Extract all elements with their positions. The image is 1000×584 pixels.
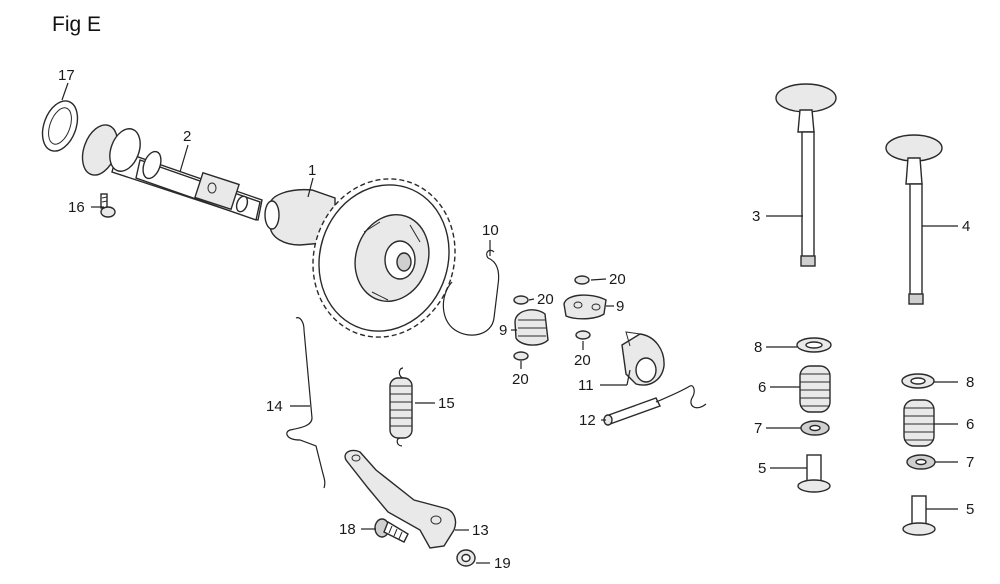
part-8-retainer-left: [796, 337, 832, 353]
part-14-wire-rod: [286, 317, 326, 489]
part-9-weight-right: [563, 294, 607, 320]
callout-labels: 17 2 16 1 10 20 20 9 9 20 20 11 12 14 15…: [58, 67, 974, 572]
callout-20-b: 20: [537, 291, 554, 308]
part-15-spring: [389, 367, 413, 447]
callout-19: 19: [494, 555, 511, 572]
part-13-lever: [344, 449, 457, 549]
part-11-decompressor-arm: [621, 331, 665, 386]
callout-6-b: 6: [966, 416, 974, 433]
callout-13: 13: [472, 522, 489, 539]
callout-3: 3: [752, 208, 760, 225]
callout-10: 10: [482, 222, 499, 239]
part-8-retainer-right: [901, 373, 935, 389]
washer-20-b: [574, 275, 590, 285]
callout-18: 18: [339, 521, 356, 538]
part-5-guide-left: [797, 454, 831, 493]
part-2-camshaft: [81, 124, 263, 221]
part-7-collet-right: [906, 454, 936, 470]
callout-8-b: 8: [966, 374, 974, 391]
part-9-weight-left: [514, 309, 549, 346]
part-4-valve: [885, 134, 943, 305]
callout-20-c: 20: [574, 352, 591, 369]
part-3-valve: [775, 83, 837, 267]
callout-9-a: 9: [499, 322, 507, 339]
callout-7-a: 7: [754, 420, 762, 437]
callout-8-a: 8: [754, 339, 762, 356]
callout-16: 16: [68, 199, 85, 216]
leader-lines: [61, 82, 958, 564]
part-16-bolt: [100, 193, 116, 218]
callout-6-a: 6: [758, 379, 766, 396]
part-5-guide-right: [902, 495, 936, 536]
callout-5-b: 5: [966, 501, 974, 518]
washer-20-a: [513, 295, 529, 305]
part-7-collet-left: [800, 420, 830, 436]
callout-1: 1: [308, 162, 316, 179]
callout-20-a: 20: [609, 271, 626, 288]
callout-17: 17: [58, 67, 75, 84]
callout-7-b: 7: [966, 454, 974, 471]
part-6-spring-right: [903, 399, 935, 447]
part-12-shaft: [603, 385, 707, 426]
callout-2: 2: [183, 128, 191, 145]
callout-20-d: 20: [512, 371, 529, 388]
callout-4: 4: [962, 218, 970, 235]
washer-20-c: [513, 351, 529, 361]
callout-9-b: 9: [616, 298, 624, 315]
callout-15: 15: [438, 395, 455, 412]
part-1-cam-gear: [264, 178, 456, 338]
part-6-spring-left: [799, 365, 831, 413]
part-19-nut: [456, 549, 476, 567]
callout-11: 11: [578, 377, 594, 394]
washer-20-d: [575, 330, 591, 340]
callout-12: 12: [579, 412, 596, 429]
part-10-spring-clip: [442, 249, 500, 336]
part-18-bolt: [374, 518, 409, 543]
callout-14: 14: [266, 398, 283, 415]
figure-title: Fig E: [52, 13, 101, 36]
part-17-seal-ring: [41, 100, 79, 152]
callout-5-a: 5: [758, 460, 766, 477]
part-20-washers: [513, 275, 591, 361]
